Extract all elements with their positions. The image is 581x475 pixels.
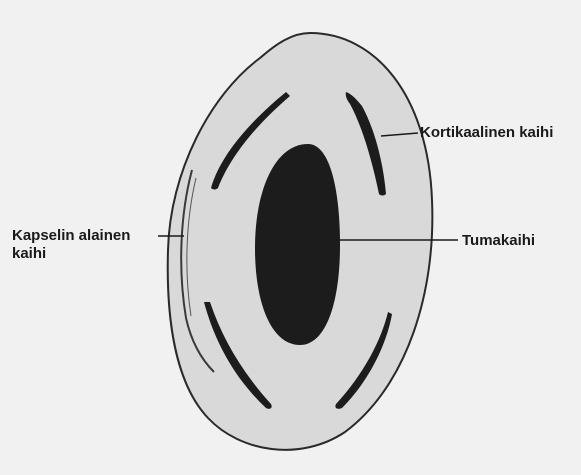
label-cortical-cataract: Kortikaalinen kaihi	[420, 124, 553, 142]
label-nuclear-cataract: Tumakaihi	[462, 232, 535, 250]
label-subcapsular-cataract: Kapselin alainen kaihi	[12, 227, 130, 263]
label-subcapsular-line-2: kaihi	[12, 245, 130, 263]
label-subcapsular-line-1: Kapselin alainen	[12, 227, 130, 245]
